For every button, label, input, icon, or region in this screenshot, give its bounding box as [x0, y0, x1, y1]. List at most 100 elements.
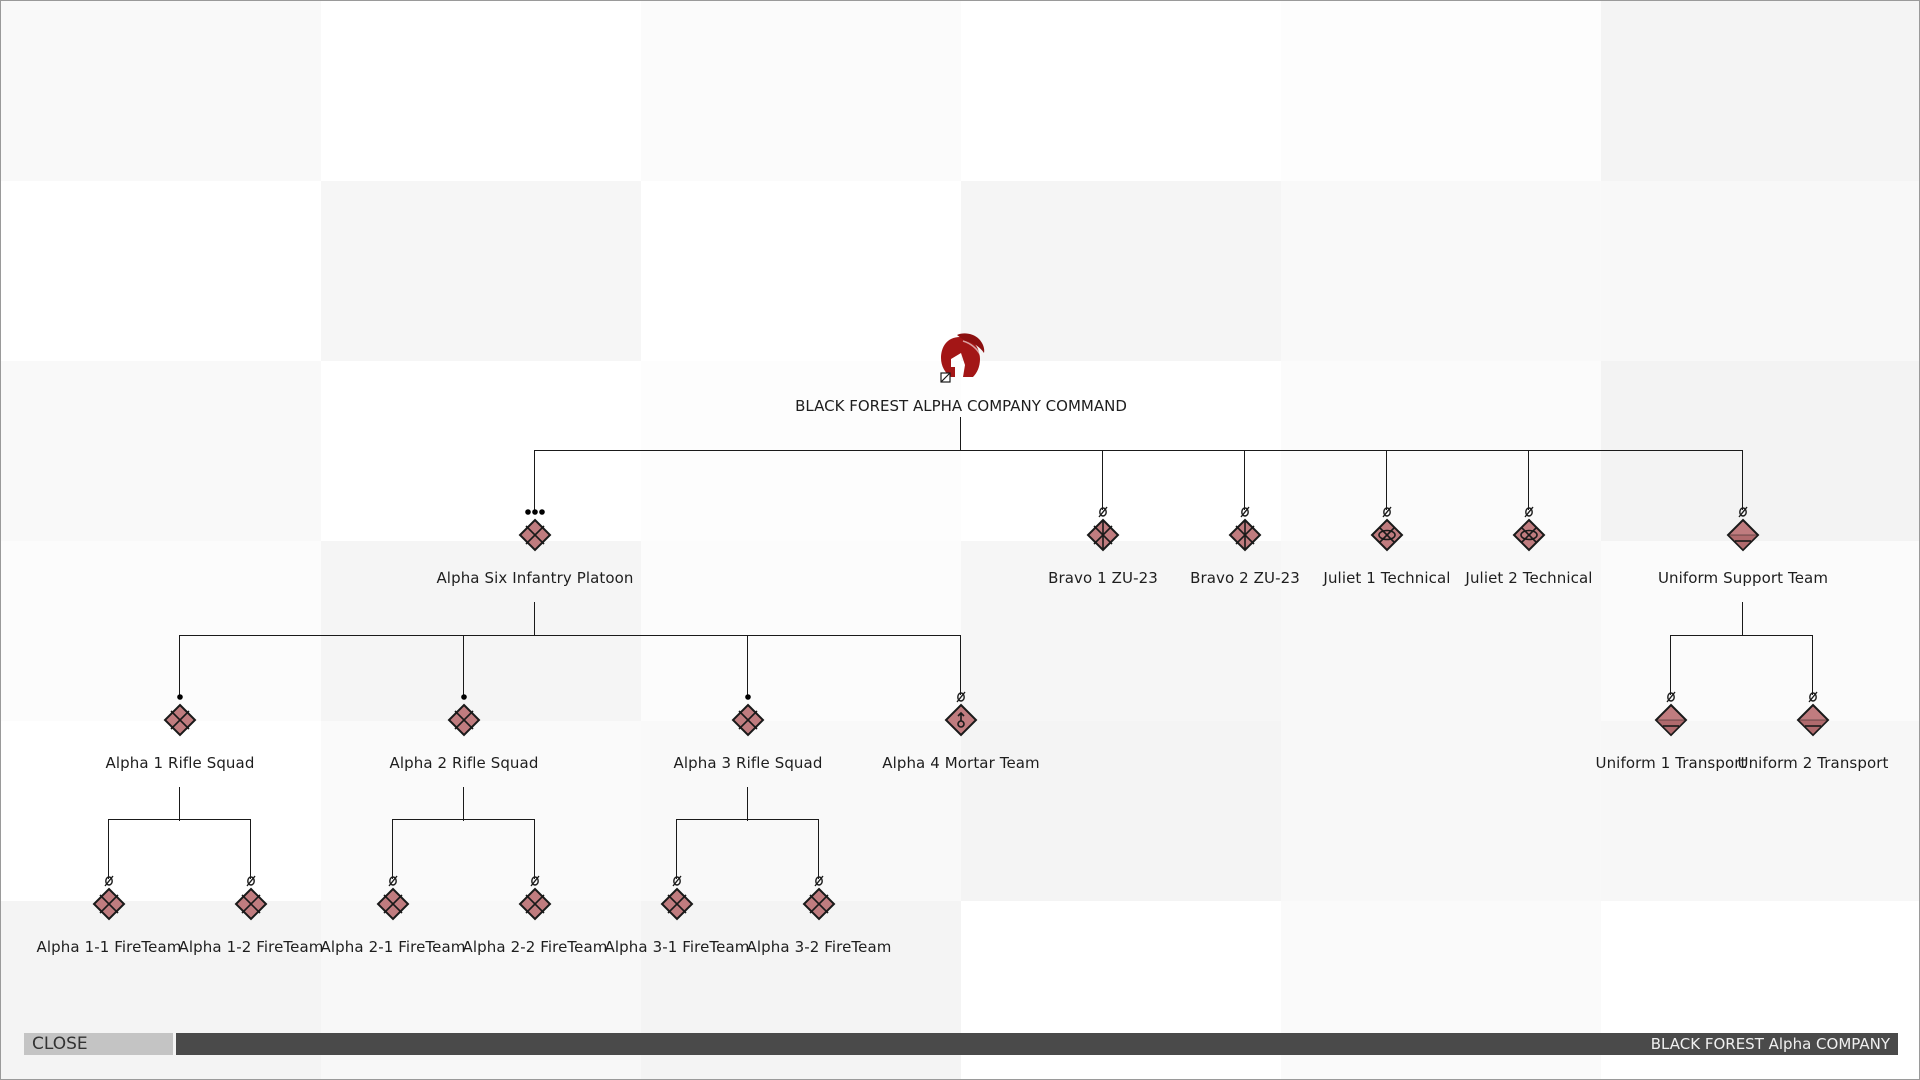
team-echelon-icon	[672, 875, 682, 887]
unit-alpha-2-2-fireteam[interactable]: Alpha 2-2 FireTeam	[435, 875, 635, 956]
connector-line	[818, 819, 819, 879]
unit-alpha-1-2-fireteam[interactable]: Alpha 1-2 FireTeam	[151, 875, 351, 956]
close-button[interactable]: CLOSE	[24, 1033, 173, 1055]
connector-line	[1670, 635, 1671, 695]
infantry-unit-icon	[731, 703, 765, 737]
connector-line	[179, 635, 961, 636]
unit-alpha-4-mortar-team[interactable]: Alpha 4 Mortar Team	[861, 691, 1061, 772]
connector-line	[1528, 450, 1529, 510]
connector-line	[534, 819, 535, 879]
unit-label: Alpha 2 Rifle Squad	[389, 754, 539, 772]
squad-echelon-icon	[177, 694, 183, 700]
infantry-unit-icon	[376, 887, 410, 921]
team-echelon-icon	[246, 875, 256, 887]
connector-line	[534, 450, 535, 510]
support-unit-icon	[1726, 518, 1760, 552]
infantry-unit-icon	[163, 703, 197, 737]
transport-unit-icon	[1654, 703, 1688, 737]
connector-line	[108, 819, 251, 820]
unit-label: Bravo 1 ZU-23	[1048, 569, 1158, 587]
unit-label: Alpha 3 Rifle Squad	[673, 754, 823, 772]
mortar-unit-icon	[944, 703, 978, 737]
connector-line	[1742, 602, 1743, 636]
infantry-unit-icon	[802, 887, 836, 921]
connector-line	[463, 787, 464, 821]
unit-alpha-3-rifle-squad[interactable]: Alpha 3 Rifle Squad	[648, 692, 848, 772]
squad-echelon-icon	[745, 694, 751, 700]
unit-label: Alpha Six Infantry Platoon	[436, 569, 634, 587]
connector-line	[1812, 635, 1813, 695]
unit-alpha-2-rifle-squad[interactable]: Alpha 2 Rifle Squad	[364, 692, 564, 772]
unit-alpha-1-rifle-squad[interactable]: Alpha 1 Rifle Squad	[80, 692, 280, 772]
connector-line	[392, 819, 393, 879]
unit-label: Alpha 2-2 FireTeam	[462, 938, 608, 956]
transport-unit-icon	[1796, 703, 1830, 737]
motorized-unit-icon	[1512, 518, 1546, 552]
connector-line	[179, 787, 180, 821]
unit-alpha-3-1-fireteam[interactable]: Alpha 3-1 FireTeam	[577, 875, 777, 956]
team-echelon-icon	[104, 875, 114, 887]
unit-label: Alpha 4 Mortar Team	[882, 754, 1040, 772]
unit-label: Uniform 1 Transport	[1595, 754, 1747, 772]
unit-uniform-1-transport[interactable]: Uniform 1 Transport	[1571, 691, 1771, 772]
connector-line	[676, 819, 819, 820]
unit-label: Bravo 2 ZU-23	[1190, 569, 1300, 587]
infantry-unit-icon	[518, 518, 552, 552]
connector-line	[392, 819, 535, 820]
connector-line	[1742, 450, 1743, 510]
unit-bravo-1-zu-23[interactable]: Bravo 1 ZU-23	[1003, 506, 1203, 587]
connector-line	[179, 635, 180, 695]
team-echelon-icon	[1738, 506, 1748, 518]
connector-line	[250, 819, 251, 879]
unit-alpha-1-1-fireteam[interactable]: Alpha 1-1 FireTeam	[9, 875, 209, 956]
team-echelon-icon	[956, 691, 966, 703]
connector-line	[747, 635, 748, 695]
company-name-label: BLACK FOREST Alpha COMPANY	[1650, 1035, 1890, 1053]
unit-alpha-3-2-fireteam[interactable]: Alpha 3-2 FireTeam	[719, 875, 919, 956]
unit-alpha-2-1-fireteam[interactable]: Alpha 2-1 FireTeam	[293, 875, 493, 956]
unit-juliet-1-technical[interactable]: Juliet 1 Technical	[1287, 506, 1487, 587]
company-status-bar: BLACK FOREST Alpha COMPANY	[176, 1033, 1898, 1055]
unit-uniform-2-transport[interactable]: Uniform 2 Transport	[1713, 691, 1913, 772]
connector-line	[463, 635, 464, 695]
team-echelon-icon	[814, 875, 824, 887]
air-defense-unit-icon	[1086, 518, 1120, 552]
team-echelon-icon	[1098, 506, 1108, 518]
connector-line	[1670, 635, 1813, 636]
squad-echelon-icon	[461, 694, 467, 700]
infantry-unit-icon	[234, 887, 268, 921]
unit-uniform-support-team[interactable]: Uniform Support Team	[1643, 506, 1843, 587]
unit-label: Uniform Support Team	[1657, 569, 1829, 587]
hq-label: BLACK FOREST ALPHA COMPANY COMMAND	[795, 397, 1127, 415]
unit-label: Alpha 3-2 FireTeam	[746, 938, 892, 956]
unit-bravo-2-zu-23[interactable]: Bravo 2 ZU-23	[1145, 506, 1345, 587]
platoon-echelon-icon	[525, 509, 545, 515]
connector-line	[747, 787, 748, 821]
unit-label: Uniform 2 Transport	[1737, 754, 1889, 772]
unit-label: Alpha 1-2 FireTeam	[178, 938, 324, 956]
infantry-unit-icon	[660, 887, 694, 921]
team-echelon-icon	[1666, 691, 1676, 703]
team-echelon-icon	[1240, 506, 1250, 518]
connector-line	[1386, 450, 1387, 510]
unit-label: Alpha 1 Rifle Squad	[105, 754, 255, 772]
team-echelon-icon	[1808, 691, 1818, 703]
hq-node[interactable]: BLACK FOREST ALPHA COMPANY COMMAND	[761, 331, 1161, 415]
connector-line	[960, 417, 961, 451]
connector-line	[676, 819, 677, 879]
unit-label: Juliet 2 Technical	[1465, 569, 1593, 587]
infantry-unit-icon	[447, 703, 481, 737]
team-echelon-icon	[530, 875, 540, 887]
unit-juliet-2-technical[interactable]: Juliet 2 Technical	[1429, 506, 1629, 587]
connector-line	[1244, 450, 1245, 510]
unit-alpha-six-infantry-platoon[interactable]: Alpha Six Infantry Platoon	[435, 507, 635, 587]
team-echelon-icon	[1382, 506, 1392, 518]
connector-line	[534, 450, 1743, 451]
motorized-unit-icon	[1370, 518, 1404, 552]
connector-line	[960, 635, 961, 695]
spartan-helmet-icon	[940, 333, 985, 383]
infantry-unit-icon	[92, 887, 126, 921]
team-echelon-icon	[1524, 506, 1534, 518]
